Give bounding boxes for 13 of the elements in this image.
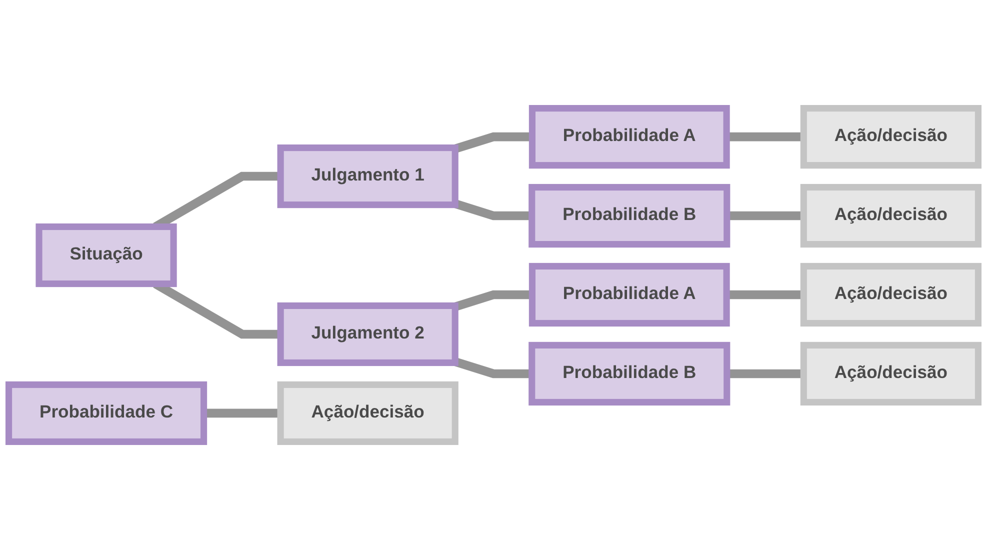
node-box: Julgamento 1 [277,144,458,208]
node-box: Probabilidade C [5,381,208,445]
node-box: Probabilidade B [528,342,730,406]
node-box: Julgamento 2 [277,302,458,366]
node-box: Ação/decisão [800,262,982,327]
node-box: Ação/decisão [800,342,982,406]
node-box: Ação/decisão [800,105,982,169]
node-box: Probabilidade A [528,262,730,327]
node-box: Probabilidade B [528,184,730,248]
node-box: Situação [36,223,177,288]
node-box: Ação/decisão [800,184,982,248]
node-box: Ação/decisão [277,381,458,445]
node-box: Probabilidade A [528,105,730,169]
